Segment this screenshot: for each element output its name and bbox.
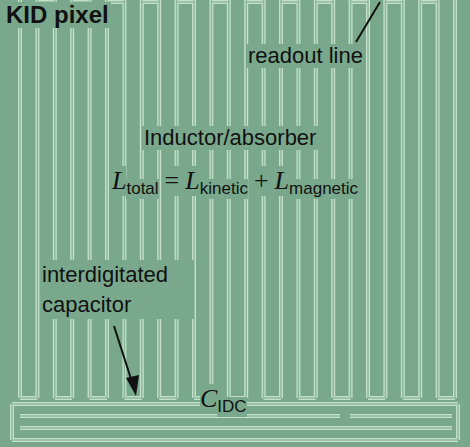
part-label: Inductor/absorber [142, 126, 318, 150]
operator: + [254, 166, 269, 196]
subscript: kinetic [200, 179, 248, 199]
part-label: interdigitated capacitor [40, 260, 194, 319]
arrowhead [126, 375, 139, 396]
inductor-meander [20, 0, 455, 398]
operator: = [165, 166, 180, 196]
symbol: L [185, 166, 199, 196]
title-label: KID pixel [4, 2, 111, 28]
subscript: IDC [217, 397, 246, 417]
equation: CIDC [200, 384, 247, 414]
leader-arrow [114, 326, 132, 382]
subscript: total [126, 179, 158, 199]
symbol: L [275, 166, 289, 196]
symbol: L [112, 166, 126, 196]
equation: Ltotal=Lkinetic+Lmagnetic [112, 166, 358, 196]
subscript: magnetic [289, 179, 358, 199]
part-label: readout line [246, 44, 365, 68]
symbol: C [200, 384, 217, 414]
inductor-meander-core [20, 0, 455, 398]
leader-line [356, 2, 380, 42]
